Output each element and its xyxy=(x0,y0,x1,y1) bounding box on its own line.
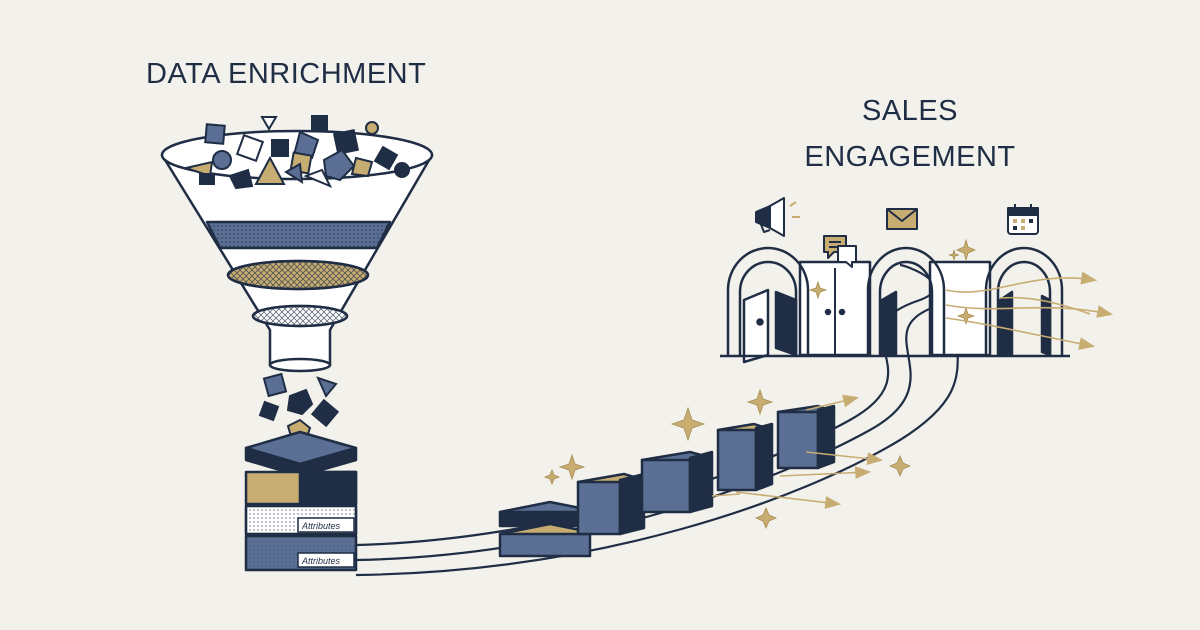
sales-engagement-line2: ENGAGEMENT xyxy=(804,141,1016,173)
raw-data-shapes xyxy=(182,115,410,190)
sparkle-icon xyxy=(543,238,977,530)
attributes-stack xyxy=(244,430,358,572)
arrow-icon xyxy=(711,271,1114,509)
growth-blocks xyxy=(498,404,836,558)
attribute-tag-2: Attributes xyxy=(301,556,341,566)
envelope-icon xyxy=(886,208,918,230)
doorways xyxy=(720,246,1070,364)
sales-engagement-title: SALES ENGAGEMENT xyxy=(760,88,1060,180)
data-enrichment-title: DATA ENRICHMENT xyxy=(146,58,427,90)
processed-data-shapes xyxy=(258,372,340,441)
chat-icon xyxy=(823,235,857,268)
sales-engagement-line1: SALES xyxy=(862,95,958,127)
megaphone-icon xyxy=(755,197,800,237)
attribute-tags: Attributes Attributes xyxy=(297,517,355,568)
calendar-icon xyxy=(1007,204,1039,235)
attribute-tag-1: Attributes xyxy=(301,521,341,531)
